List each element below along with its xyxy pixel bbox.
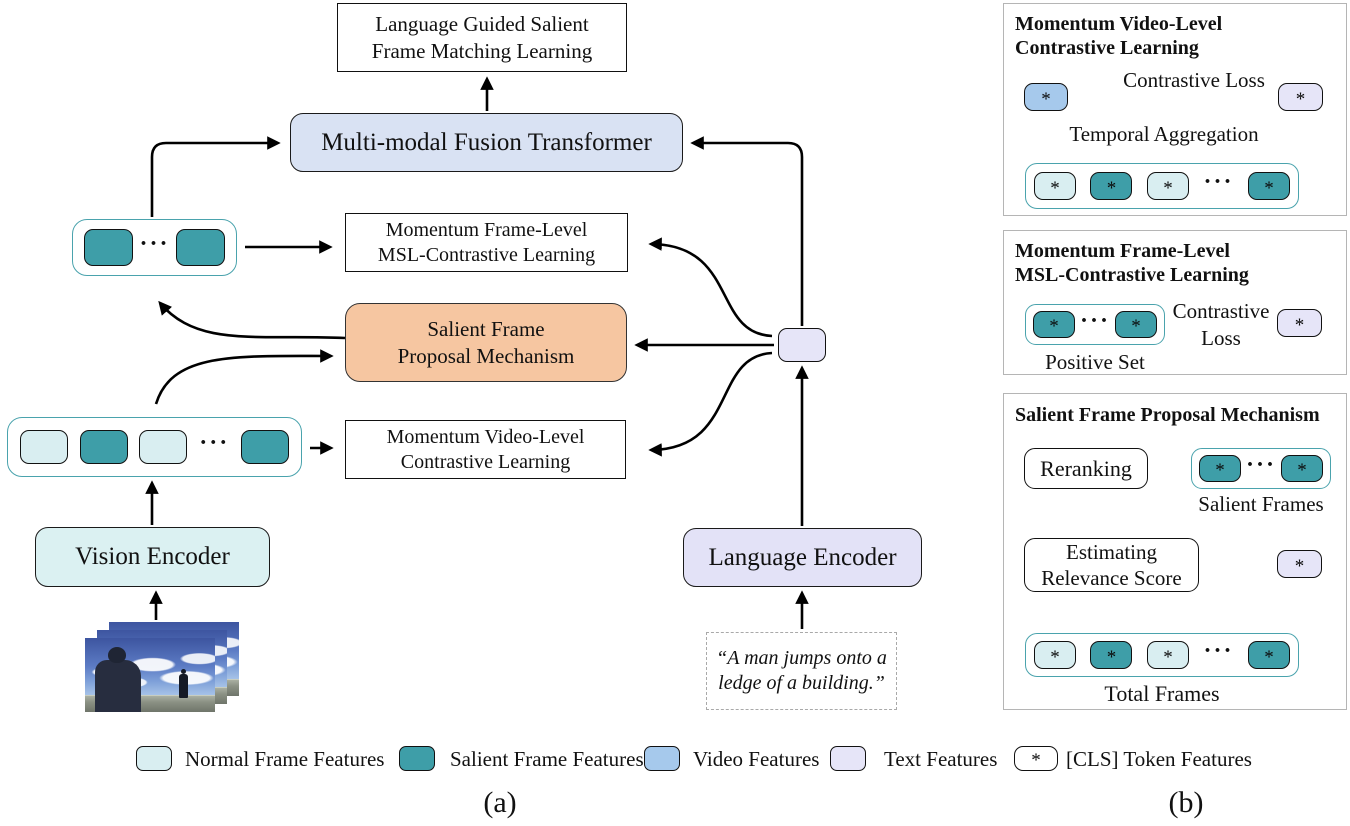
vision-encoder-box: Vision Encoder	[35, 527, 270, 587]
query-text-box: “A man jumps onto a ledge of a building.…	[706, 632, 897, 710]
total-frames-label: Total Frames	[1104, 681, 1220, 706]
salient-frames-label: Salient Frames	[1198, 492, 1324, 516]
legend-label-cls: [CLS] Token Features	[1066, 747, 1252, 771]
legend-label-salient: Salient Frame Features	[450, 747, 644, 771]
proposal-line1: Salient Frame	[427, 317, 545, 342]
video-frames-stack	[85, 622, 240, 714]
fusion-label: Multi-modal Fusion Transformer	[321, 128, 652, 156]
ellipsis: ···	[139, 230, 170, 257]
ellipsis: ···	[199, 430, 230, 456]
ellipsis: ···	[1245, 451, 1276, 478]
video-frames-token-row: * * * ··· *	[1025, 163, 1299, 209]
contrastive-word: Contrastive	[1172, 299, 1270, 323]
matching-box-line1: Language Guided Salient	[375, 12, 589, 37]
reranking-box: Reranking	[1024, 448, 1148, 489]
normal-frame-token: *	[1146, 641, 1189, 669]
subfigure-caption-b: (b)	[1168, 786, 1204, 819]
subfigure-caption-a: (a)	[483, 786, 517, 819]
normal-frame-token: *	[1034, 641, 1076, 669]
salient-frame-proposal-box: Salient Frame Proposal Mechanism	[345, 303, 627, 382]
arrow-salient-tokens-to-fusion	[150, 136, 281, 217]
temporal-aggregation-label: Temporal Aggregation	[1069, 122, 1259, 146]
legend-swatch-text	[830, 746, 866, 771]
salient-frame-token	[240, 430, 289, 464]
man-silhouette-far	[179, 669, 188, 698]
salient-frame-token: *	[1114, 311, 1157, 338]
video-feature-token: *	[1024, 83, 1068, 111]
text-feature-token: *	[1277, 309, 1322, 337]
arrow-frame-tokens-to-proposal	[154, 349, 334, 405]
video-frame-front	[85, 638, 215, 712]
frame-tokens-container: ···	[7, 417, 302, 477]
videolevel-line2: Contrastive Learning	[400, 450, 571, 473]
man-silhouette-near	[95, 647, 141, 712]
salient-frame-token: *	[1247, 172, 1290, 200]
panel-video-level: Momentum Video-Level Contrastive Learnin…	[1003, 3, 1347, 216]
loss-word: Loss	[1201, 326, 1241, 350]
salient-frame-token: *	[1199, 455, 1241, 482]
vision-encoder-label: Vision Encoder	[75, 543, 230, 571]
panel-proposal-mechanism: Salient Frame Proposal Mechanism Reranki…	[1003, 393, 1347, 710]
normal-frame-token: *	[1146, 172, 1189, 200]
salient-frame-token	[79, 430, 128, 464]
text-feature-token: *	[1278, 83, 1323, 111]
videolevel-line1: Momentum Video-Level	[386, 425, 585, 448]
estimating-relevance-box: Estimating Relevance Score	[1024, 538, 1199, 592]
positive-set-label: Positive Set	[1045, 350, 1145, 374]
query-line1: “A man jumps onto a	[716, 647, 887, 669]
normal-frame-token: *	[1034, 172, 1076, 200]
normal-frame-token	[20, 430, 68, 464]
legend-swatch-cls: *	[1014, 746, 1058, 771]
salient-frame-token: *	[1280, 455, 1323, 482]
arrow-texttoken-to-videolevel	[648, 351, 773, 457]
panel-frame-title: Momentum Frame-Level MSL-Contrastive Lea…	[1015, 240, 1249, 287]
cls-star: *	[1295, 88, 1306, 110]
legend-swatch-salient	[399, 746, 435, 771]
text-feature-token	[778, 328, 826, 362]
proposal-line2: Proposal Mechanism	[397, 343, 575, 368]
momentum-video-level-box: Momentum Video-Level Contrastive Learnin…	[345, 420, 626, 479]
language-encoder-label: Language Encoder	[708, 543, 897, 571]
language-encoder-box: Language Encoder	[683, 528, 922, 587]
msl-line1: Momentum Frame-Level	[385, 218, 588, 241]
salient-frame-token: *	[1033, 311, 1075, 338]
contrastive-loss-label: Contrastive Loss	[1123, 68, 1265, 92]
text-feature-token: *	[1277, 550, 1322, 578]
momentum-frame-level-box: Momentum Frame-Level MSL-Contrastive Lea…	[345, 213, 628, 272]
ellipsis: ···	[1203, 169, 1234, 195]
legend-swatch-video	[644, 746, 680, 771]
legend-label-text: Text Features	[884, 747, 998, 771]
salient-frame-token: *	[1247, 641, 1290, 669]
legend-label-normal: Normal Frame Features	[185, 747, 385, 771]
ellipsis: ···	[1203, 638, 1234, 664]
panel-video-title: Momentum Video-Level Contrastive Learnin…	[1015, 13, 1223, 60]
arrow-proposal-to-salient-tokens	[158, 300, 346, 340]
arrow-texttoken-to-fusion	[690, 136, 804, 326]
panel-frame-level: Momentum Frame-Level MSL-Contrastive Lea…	[1003, 230, 1347, 375]
salient-frames-container: * ··· *	[1191, 448, 1331, 489]
salient-frame-token	[84, 229, 133, 266]
multimodal-fusion-transformer-box: Multi-modal Fusion Transformer	[290, 113, 683, 172]
salient-frame-token	[175, 229, 225, 266]
salient-tokens-container: ···	[72, 219, 237, 276]
query-line2: ledge of a building.”	[718, 672, 885, 694]
legend-label-video: Video Features	[693, 747, 820, 771]
cls-star: *	[1041, 88, 1051, 110]
salient-frame-token: *	[1090, 172, 1133, 200]
ellipsis: ···	[1079, 307, 1110, 334]
arrow-texttoken-to-msl	[648, 237, 773, 338]
legend-swatch-normal	[136, 746, 172, 771]
panel-proposal-title: Salient Frame Proposal Mechanism	[1015, 404, 1320, 426]
total-frames-container: * * * ··· *	[1025, 633, 1299, 677]
msl-line2: MSL-Contrastive Learning	[377, 243, 596, 266]
matching-box-line2: Frame Matching Learning	[371, 38, 593, 63]
salient-frame-token: *	[1090, 641, 1133, 669]
normal-frame-token	[139, 430, 188, 464]
language-guided-matching-box: Language Guided Salient Frame Matching L…	[337, 3, 627, 72]
positive-set-container: * ··· *	[1025, 304, 1165, 345]
